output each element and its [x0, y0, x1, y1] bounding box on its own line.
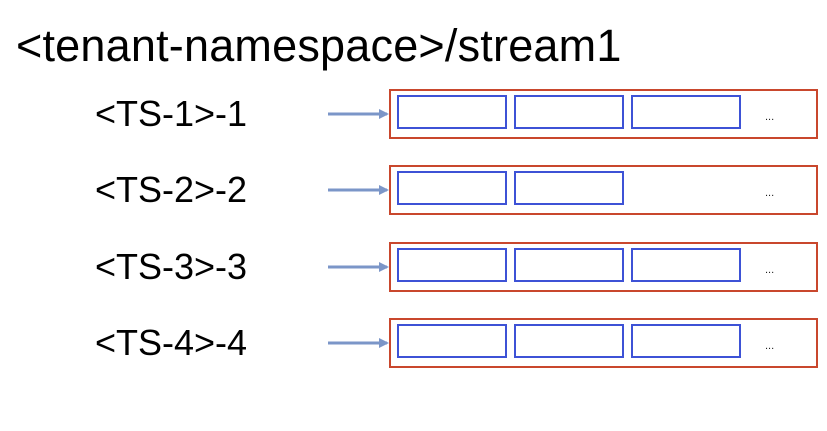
segment-3-3	[631, 248, 741, 282]
stream-title: <tenant-namespace>/stream1	[16, 20, 622, 71]
partition-label-3: <TS-3>-3	[95, 246, 248, 287]
segment-1-2	[514, 95, 624, 129]
segment-4-1	[397, 324, 507, 358]
segment-2-1	[397, 171, 507, 205]
segment-4-3	[631, 324, 741, 358]
more-segments-1: ...	[765, 111, 774, 123]
partition-label-1: <TS-1>-1	[95, 93, 248, 134]
segment-3-2	[514, 248, 624, 282]
segment-2-2	[514, 171, 624, 205]
segment-1-3	[631, 95, 741, 129]
partition-label-4: <TS-4>-4	[95, 322, 248, 363]
more-segments-2: ...	[765, 187, 774, 199]
segment-1-1	[397, 95, 507, 129]
partition-label-2: <TS-2>-2	[95, 169, 248, 210]
segment-4-2	[514, 324, 624, 358]
more-segments-4: ...	[765, 340, 774, 352]
more-segments-3: ...	[765, 264, 774, 276]
segment-3-1	[397, 248, 507, 282]
